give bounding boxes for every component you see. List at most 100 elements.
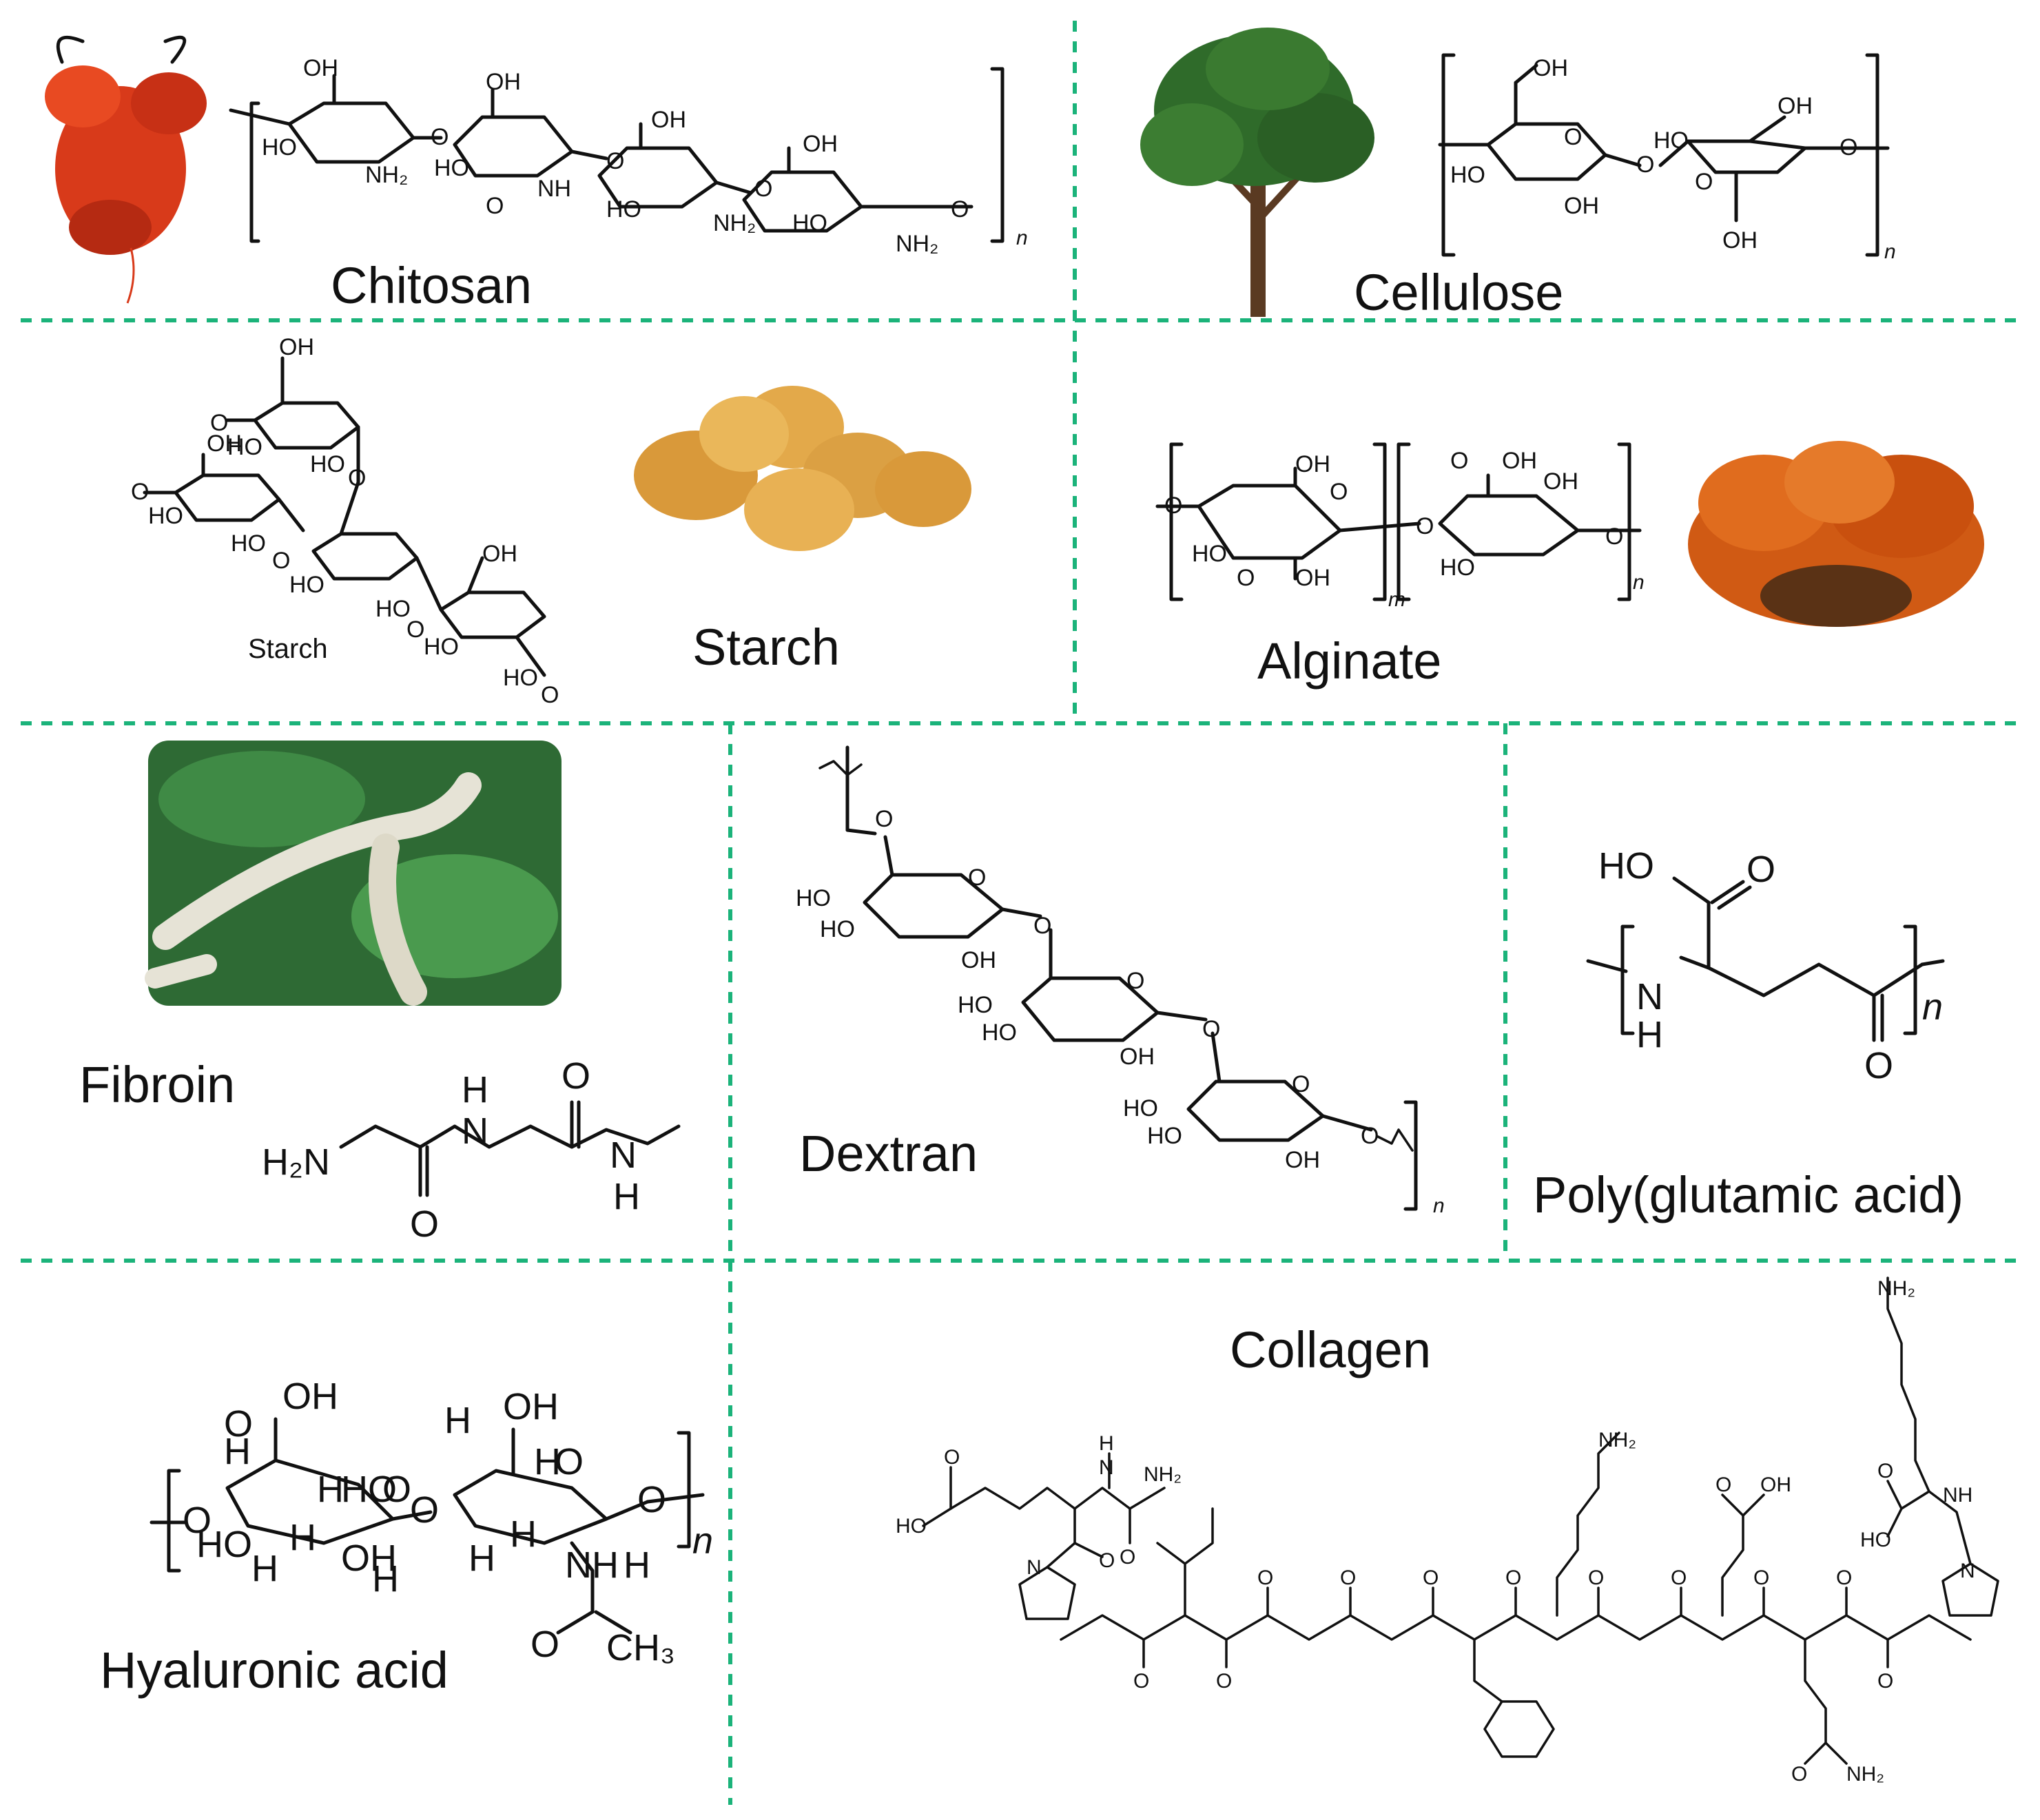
repeat-index: n: [1016, 227, 1028, 249]
atom-o: O: [1753, 1566, 1769, 1589]
label-hyaluronic-acid: Hyaluronic acid: [100, 1642, 449, 1699]
atom-ho: HO: [1123, 1095, 1158, 1121]
atom-oh: OH: [1543, 468, 1578, 495]
starch-structure: OH O HO HO O OH O HO HO O HO HO O OH HO …: [131, 334, 559, 708]
atom-ho: HO: [503, 665, 538, 691]
atom-nh: NH: [537, 176, 571, 202]
atom-oh: OH: [1722, 227, 1758, 254]
atom-o: O: [1564, 124, 1582, 150]
atom-ho: HO: [424, 634, 459, 660]
atom-ho: HO: [196, 1524, 252, 1565]
atom-ho: HO: [796, 885, 831, 911]
atom-oh: OH: [1502, 448, 1537, 474]
atom-o: O: [1033, 913, 1051, 939]
panel-polyglutamic: HO O N H O n Poly(glutamic acid): [1533, 845, 1964, 1223]
polyglutamic-structure: HO O N H O n: [1586, 845, 1945, 1086]
atom-oh: OH: [1295, 565, 1330, 591]
atom-oh: OH: [651, 107, 686, 133]
label-dextran: Dextran: [799, 1125, 978, 1182]
atom-o: O: [1836, 1566, 1852, 1589]
atom-o: O: [541, 682, 559, 708]
atom-o: O: [1671, 1566, 1687, 1589]
atom-o: O: [1695, 169, 1713, 195]
atom-o: O: [1636, 152, 1654, 178]
atom-n: N: [1027, 1556, 1042, 1579]
atom-n: N: [1636, 976, 1663, 1017]
atom-o: O: [382, 1469, 411, 1510]
atom-o: O: [1864, 1045, 1893, 1086]
starch-structure-label: Starch: [248, 634, 328, 664]
atom-o: O: [1202, 1016, 1220, 1042]
atom-ho: HO: [792, 210, 827, 236]
atom-nh2: NH₂: [1877, 1277, 1915, 1300]
label-chitosan: Chitosan: [331, 257, 532, 314]
atom-h: H: [251, 1548, 278, 1589]
atom-o: O: [224, 1403, 253, 1445]
atom-ho: HO: [896, 1515, 927, 1538]
atom-nh2: NH₂: [713, 210, 756, 236]
atom-ho: HO: [434, 155, 469, 181]
atom-oh: OH: [1760, 1473, 1791, 1496]
atom-nh2: NH₂: [1144, 1463, 1182, 1486]
atom-nh2: NH₂: [896, 231, 938, 257]
atom-ho: HO: [1147, 1123, 1182, 1149]
atom-o: O: [530, 1624, 559, 1665]
atom-o: O: [875, 806, 893, 832]
atom-o: O: [1877, 1670, 1893, 1693]
repeat-index-n: n: [1633, 571, 1645, 594]
atom-oh: OH: [1285, 1147, 1320, 1173]
atom-o: O: [348, 465, 366, 491]
panel-alginate: OH O O HO O OH O O OH OH HO O m n Algina…: [1155, 441, 1984, 690]
atom-ho: HO: [820, 916, 855, 942]
cellulose-structure: OH O HO OH O HO OH O OH O n: [1438, 53, 1896, 263]
atom-ho: HO: [310, 451, 345, 477]
atom-ho: HO: [341, 1469, 397, 1510]
atom-ho: HO: [148, 503, 183, 529]
atom-oh: OH: [961, 947, 996, 973]
atom-o: O: [637, 1479, 666, 1520]
atom-ho: HO: [231, 530, 266, 557]
panel-hyaluronic: O O OH H HO H H H HO OH H O O H OH H O H…: [100, 1376, 713, 1699]
atom-ho: HO: [958, 992, 993, 1018]
atom-ho: HO: [375, 596, 411, 622]
atom-oh: OH: [803, 131, 838, 157]
panel-dextran: O O HO HO OH O O HO HO OH O O HO HO OH O…: [796, 745, 1445, 1217]
atom-oh: OH: [1778, 93, 1813, 119]
lobster-icon: [45, 35, 207, 304]
atom-h: H: [468, 1538, 495, 1579]
atom-h2n: H₂N: [262, 1141, 330, 1183]
atom-o: O: [944, 1446, 960, 1469]
atom-o: O: [406, 617, 424, 643]
collagen-structure: O HO H N NH₂ O O N O O O O O O O O O O O…: [896, 1276, 1999, 1786]
label-collagen: Collagen: [1230, 1321, 1431, 1378]
dextran-structure: O O HO HO OH O O HO HO OH O O HO HO OH O…: [796, 745, 1445, 1217]
atom-ho: HO: [227, 434, 262, 460]
atom-oh: OH: [1120, 1044, 1155, 1070]
atom-ho: HO: [262, 134, 297, 161]
atom-o: O: [1605, 524, 1623, 550]
atom-o: O: [951, 196, 969, 223]
atom-o: O: [1216, 1670, 1232, 1693]
label-alginate: Alginate: [1257, 632, 1441, 690]
atom-ho: HO: [982, 1020, 1017, 1046]
atom-o: O: [561, 1055, 590, 1097]
atom-o: O: [1588, 1566, 1604, 1589]
atom-ho: HO: [1860, 1529, 1891, 1551]
label-cellulose: Cellulose: [1354, 264, 1563, 321]
atom-oh: OH: [1564, 193, 1599, 219]
atom-oh: OH: [279, 334, 314, 360]
atom-oh: OH: [341, 1538, 397, 1579]
alginate-structure: OH O O HO O OH O O OH OH HO O m n: [1155, 442, 1645, 611]
potato-icon: [634, 386, 971, 551]
atom-o: O: [1747, 849, 1775, 890]
atom-o: O: [1292, 1071, 1310, 1097]
atom-o: O: [410, 1203, 439, 1245]
atom-o: O: [272, 548, 290, 574]
atom-oh: OH: [282, 1376, 338, 1417]
atom-o: O: [131, 479, 149, 505]
atom-o: O: [606, 148, 624, 174]
atom-nh2: NH₂: [1598, 1429, 1636, 1451]
atom-ho: HO: [1440, 555, 1475, 581]
atom-h: H: [317, 1469, 344, 1510]
